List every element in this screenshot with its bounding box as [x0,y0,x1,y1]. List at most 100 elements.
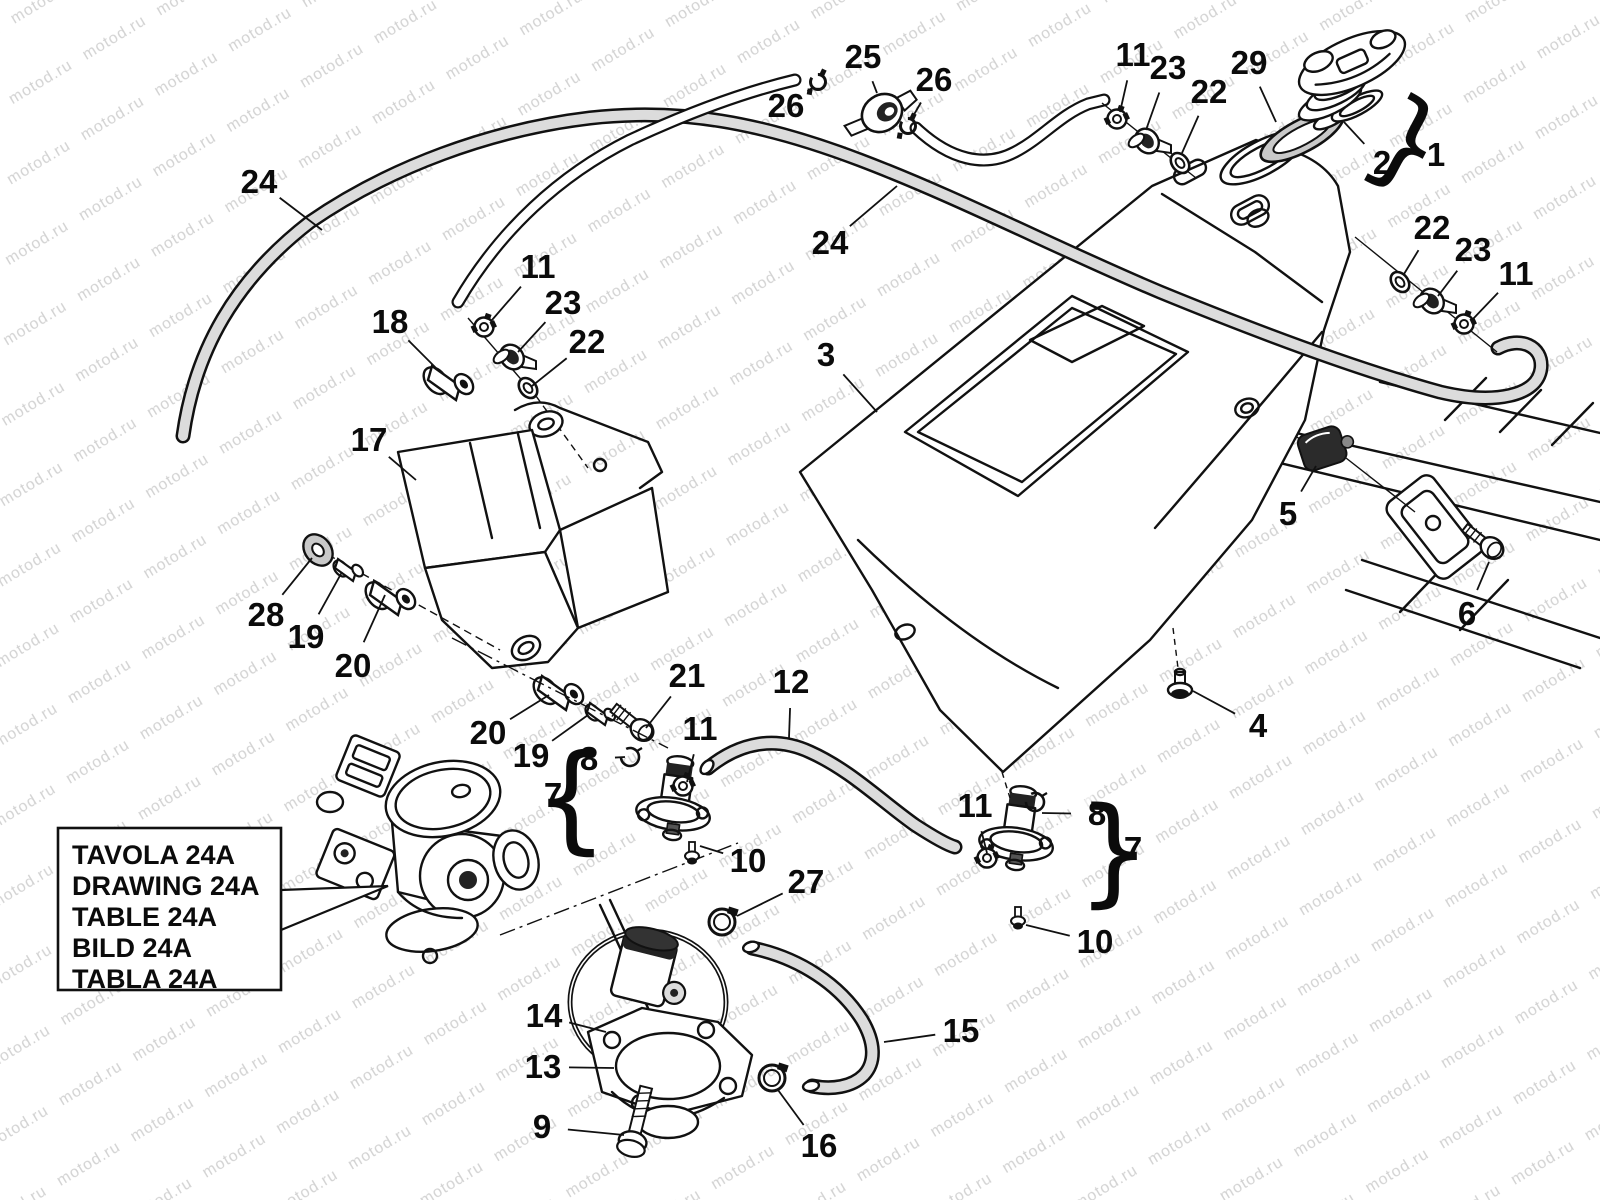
leader-line-23 [1437,270,1458,297]
leader-line-8 [614,756,626,759]
callout-19: 19 [513,737,550,774]
leader-line-10 [1025,924,1070,937]
fuel-cap-1 [1297,29,1407,122]
callout-20: 20 [335,647,372,684]
callout-25: 25 [845,38,882,75]
leader-line-13 [568,1066,615,1069]
leader-line-11 [1471,292,1499,321]
callout-6: 6 [1458,595,1476,632]
callout-23: 23 [545,284,582,321]
callout-3: 3 [817,336,835,373]
shield-mounts-lower [527,671,655,743]
leader-line-22 [531,357,568,387]
callout-26: 26 [916,61,953,98]
callout-11: 11 [521,248,556,285]
leader-line-10 [699,845,724,855]
leader-line-16 [777,1089,805,1126]
ref-box-line: TAVOLA 24A [72,840,235,870]
bolt-21 [609,702,655,743]
callout-13: 13 [525,1048,562,1085]
callout-1: 1 [1427,136,1445,173]
callout-8: 8 [580,740,598,777]
callout-12: 12 [773,663,810,700]
callout-23: 23 [1150,49,1187,86]
breather-hose-left [451,73,802,309]
drawing-ref-box: TAVOLA 24A DRAWING 24A TABLE 24A BILD 24… [56,826,389,994]
leader-line-29 [1259,86,1277,123]
leader-line-11 [491,286,522,321]
leader-line-2 [1343,121,1365,145]
leader-line-22 [1181,115,1200,154]
heat-shield-17 [396,401,670,670]
ref-box-line: BILD 24A [72,933,192,963]
shield-top-fittings [417,311,589,469]
callout-18: 18 [372,303,409,340]
leader-line-21 [645,695,672,729]
callout-19: 19 [288,618,325,655]
leader-line-28 [281,557,313,596]
callout-11: 11 [1116,36,1151,73]
callout-29: 29 [1231,44,1268,81]
leader-line-17 [388,456,417,481]
bolt-6 [1460,522,1505,561]
callout-24: 24 [241,163,278,200]
callout-10: 10 [730,842,767,879]
mounting-plate [1385,474,1485,580]
leader-line-5 [1300,465,1317,492]
ref-box-line: DRAWING 24A [72,871,260,901]
callout-22: 22 [1414,209,1451,246]
leader-line-25 [871,80,878,94]
leader-line-6 [1476,561,1490,591]
petcock-right [978,784,1054,872]
fuel-pump [567,898,754,1158]
construction-lines [451,627,1179,936]
callout-17: 17 [351,421,388,458]
ref-box-line: TABLE 24A [72,902,217,932]
callout-10: 10 [1077,923,1114,960]
callout-22: 22 [569,323,606,360]
leader-line-26 [806,87,813,92]
callout-11: 11 [683,710,718,747]
breather-hose-right [909,93,1111,167]
leader-line-8 [1041,812,1072,815]
callout-21: 21 [669,657,706,694]
leader-line-24 [849,185,898,227]
leader-line-24 [279,197,323,231]
callout-20: 20 [470,714,507,751]
leader-line-18 [407,339,439,371]
callout-27: 27 [788,863,825,900]
shield-mounts-left [302,533,501,651]
leader-line-11 [1119,80,1129,113]
callout-5: 5 [1279,495,1297,532]
leader-line-23 [1145,92,1161,131]
leader-line-4 [1192,690,1236,715]
callout-4: 4 [1249,707,1268,744]
screw-9 [616,1084,654,1158]
leader-line-15 [883,1033,936,1043]
callout-7: 7 [1124,830,1142,867]
callout-2: 2 [1373,144,1391,181]
rubber-damper-5 [1251,411,1416,513]
fuel-filter-25 [843,89,918,137]
callout-28: 28 [248,596,285,633]
callout-14: 14 [526,997,563,1034]
callout-16: 16 [801,1127,838,1164]
leader-line-20 [509,694,550,721]
grouping-brace: } [1076,781,1151,919]
leader-line-14 [568,1021,607,1033]
grouping-brace: { [533,728,608,866]
leader-line-11 [980,830,988,854]
callout-22: 22 [1191,73,1228,110]
callout-7: 7 [544,776,562,813]
callout-8: 8 [1088,795,1106,832]
leader-line-22 [1403,249,1420,275]
leader-line-12 [788,707,791,739]
leader-line-19 [317,571,343,615]
callout-26: 26 [768,87,805,124]
leader-line-27 [736,892,784,917]
callout-9: 9 [533,1108,551,1145]
callout-11: 11 [958,787,993,824]
